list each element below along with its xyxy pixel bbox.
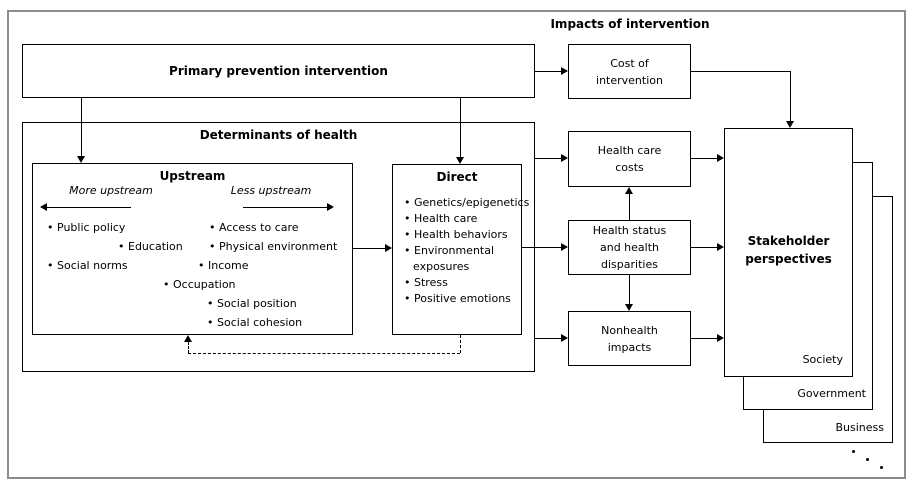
health-care-costs-label: Health care costs [597,144,662,174]
arrowhead-up-icon [184,335,192,342]
upstream-item: Social cohesion [207,315,302,330]
business-label: Business [835,421,884,434]
arrow-healthstatus-to-nonhealth [629,275,630,304]
arrow-healthstatus-to-stakeholder [691,247,717,248]
ellipsis-dot [866,458,869,461]
arrow-primary-to-direct [460,98,461,157]
health-status-disparities-label: Health status and health disparities [592,224,667,271]
stakeholder-perspectives-title: Stakeholder perspectives [745,234,832,266]
arrow-cost-to-stakeholder-horizontal [691,71,791,72]
arrowhead-right-icon [561,67,568,75]
arrowhead-down-icon [77,156,85,163]
cost-of-intervention-box: Cost of intervention [568,44,691,99]
more-upstream-arrowhead-icon [40,203,47,211]
upstream-item: Social norms [47,258,128,273]
arrowhead-down-icon [456,157,464,164]
arrowhead-right-icon [561,334,568,342]
primary-prevention-intervention-box: Primary prevention intervention [22,44,535,98]
determinants-of-health-label: Determinants of health [199,128,358,142]
upstream-item: Income [198,258,248,273]
upstream-item: Social position [207,296,297,311]
direct-item: Health behaviors [404,227,514,243]
upstream-item: Physical environment [209,239,337,254]
direct-item: Stress [404,275,514,291]
arrowhead-right-icon [385,244,392,252]
arrow-cost-to-stakeholder-vertical [790,71,791,121]
less-upstream-arrow-line [243,207,327,208]
arrow-primary-to-cost [535,71,561,72]
health-status-disparities-box: Health status and health disparities [568,220,691,275]
impacts-of-intervention-title: Impacts of intervention [550,17,710,31]
arrowhead-right-icon [717,243,724,251]
ellipsis-dot [852,450,855,453]
arrowhead-right-icon [561,243,568,251]
more-upstream-arrow-line [47,207,131,208]
less-upstream-label: Less upstream [230,184,312,197]
arrowhead-up-icon [625,187,633,194]
arrow-nonhealth-to-stakeholder [691,338,717,339]
direct-item-list: Genetics/epigenetics Health care Health … [404,195,529,307]
arrowhead-right-icon [717,334,724,342]
arrow-primary-to-upstream [81,98,82,156]
arrow-determinants-to-healthcarecosts [535,158,561,159]
upstream-title: Upstream [159,169,226,183]
stakeholder-society-box: Stakeholder perspectives Society [724,128,853,377]
arrowhead-right-icon [561,154,568,162]
arrowhead-down-icon [786,121,794,128]
arrow-direct-to-healthstatus [522,247,561,248]
upstream-item: Education [118,239,183,254]
dashed-feedback-horizontal [188,353,460,354]
arrowhead-right-icon [717,154,724,162]
direct-item: Positive emotions [404,291,514,307]
direct-item: Health care [404,211,514,227]
direct-item: Genetics/epigenetics [404,195,529,211]
health-care-costs-box: Health care costs [568,131,691,187]
dashed-feedback-from-direct [460,335,461,353]
direct-item: Environmental exposures [404,243,514,275]
upstream-item: Access to care [209,220,299,235]
ellipsis-dot [880,466,883,469]
more-upstream-label: More upstream [69,184,153,197]
arrow-healthstatus-to-healthcarecosts [629,194,630,220]
government-label: Government [797,387,866,400]
arrowhead-down-icon [625,304,633,311]
figure-border [7,10,906,479]
cost-of-intervention-label: Cost of intervention [596,56,663,87]
primary-prevention-intervention-label: Primary prevention intervention [169,64,388,78]
arrow-upstream-to-direct [353,248,385,249]
upstream-item: Public policy [47,220,125,235]
upstream-box: Upstream More upstream Less upstream Pub… [32,163,353,335]
upstream-item: Occupation [163,277,236,292]
arrow-healthcarecosts-to-stakeholder [691,158,717,159]
nonhealth-impacts-label: Nonhealth impacts [601,323,658,354]
less-upstream-arrowhead-icon [327,203,334,211]
dashed-feedback-to-upstream [188,342,189,353]
society-label: Society [802,353,843,366]
nonhealth-impacts-box: Nonhealth impacts [568,311,691,366]
arrow-determinants-to-nonhealth [535,338,561,339]
direct-title: Direct [436,170,478,184]
direct-box: Direct Genetics/epigenetics Health care … [392,164,529,335]
